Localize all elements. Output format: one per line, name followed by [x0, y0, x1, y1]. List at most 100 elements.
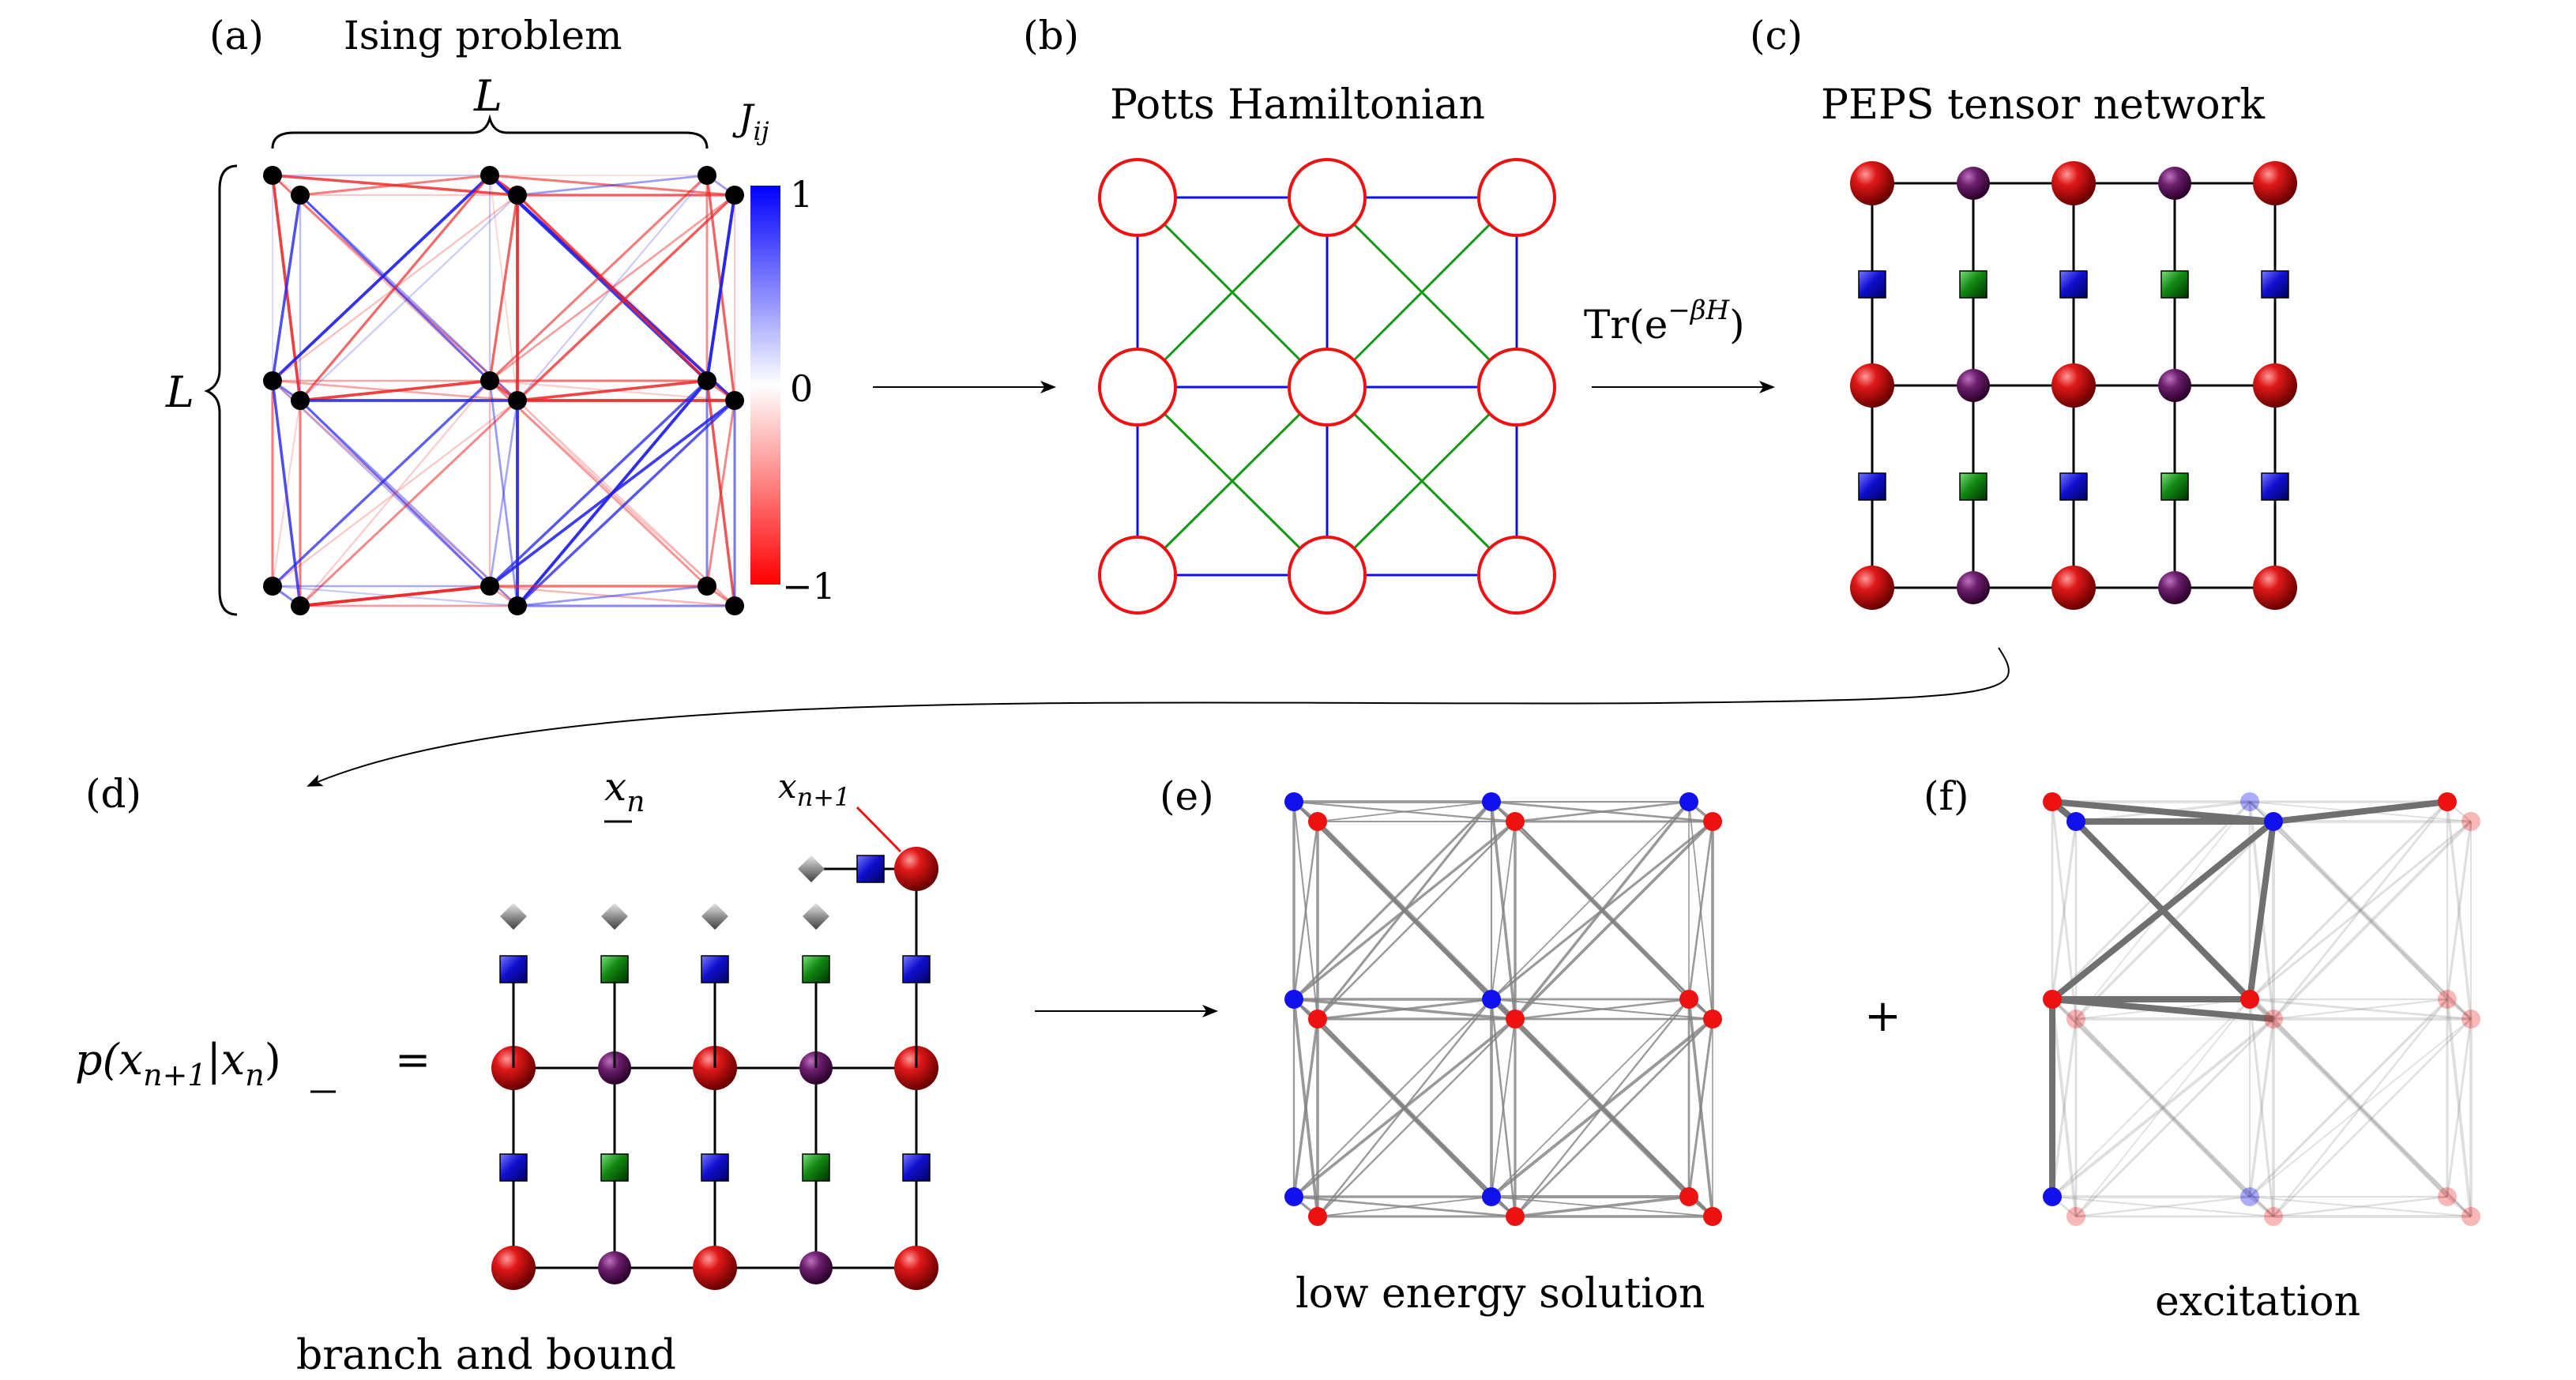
potts-node [1098, 348, 1177, 427]
potts-graph [1098, 158, 1556, 615]
site-tensor [693, 1246, 737, 1290]
edge-tensor [2261, 472, 2289, 501]
coupling-edge [489, 585, 735, 607]
site-tensor [2051, 566, 2096, 610]
site-tensor [1957, 167, 1990, 200]
site-tensor [1850, 161, 1894, 205]
coupling-edge [516, 194, 709, 382]
edge-tensor [1959, 270, 1987, 299]
coupling-edge [2446, 998, 2473, 1217]
spin-down [2043, 792, 2062, 811]
coupling-edge [2273, 998, 2448, 1217]
coupling-edge [2249, 1196, 2472, 1217]
spin-down [1308, 812, 1327, 831]
coupling-edge [2051, 998, 2078, 1217]
spin-node [263, 577, 282, 596]
ising-couplings [271, 174, 736, 607]
ising-spins [263, 166, 744, 615]
coupling-edge [2249, 1018, 2472, 1198]
coupling-edge [517, 174, 708, 197]
coupling-edge [1292, 820, 1517, 1001]
coupling-edge [1317, 998, 1492, 1021]
coupling-edge [2249, 820, 2472, 1001]
coupling-edge [2446, 801, 2473, 1020]
panel-b: (b) Potts Hamiltonian [1023, 13, 1556, 615]
edge-tensor [902, 1153, 931, 1182]
coupling-edge [1491, 998, 1690, 1198]
edge-tensor [2059, 472, 2088, 501]
spin-node [263, 371, 282, 390]
site-tensor [2158, 369, 2191, 402]
edge-tensor [2059, 270, 2088, 299]
spin-node [480, 577, 499, 596]
coupling-edge [1514, 800, 1690, 823]
spin-up [2264, 812, 2283, 831]
spin-up [2066, 812, 2085, 831]
potts-node [1477, 158, 1556, 237]
coupling-edge [271, 400, 302, 587]
spin-down [2240, 990, 2259, 1009]
coupling-edge [2051, 821, 2078, 1000]
site-tensor [2158, 167, 2191, 200]
edge-tensor [1858, 472, 1886, 501]
panel-a-title: Ising problem [344, 13, 622, 58]
panel-d-letter: (d) [85, 771, 141, 817]
coupling-edge [1687, 821, 1714, 1000]
spin-up [1482, 792, 1501, 811]
branch-bound-network [491, 847, 938, 1290]
spin-down [1506, 1010, 1525, 1028]
coupling-edge [1317, 1018, 1516, 1217]
coupling-edge [1490, 1017, 1714, 1198]
panel-f: (f) excitation [1924, 773, 2480, 1325]
spin-down [1506, 812, 1525, 831]
coupling-edge [2273, 821, 2448, 1000]
coupling-edge [2248, 998, 2275, 1217]
spin-node [480, 166, 499, 185]
coupling-edge [2273, 998, 2448, 1021]
top-brace [271, 114, 709, 149]
spin-up [1482, 1187, 1501, 1206]
edge-tensor [499, 955, 528, 983]
colorbar-tick-0: 0 [790, 367, 813, 410]
spin-down [1703, 812, 1722, 831]
coupling-edge [1491, 801, 1690, 1000]
spin-down [2461, 812, 2480, 831]
panel-c: (c) PEPS tensor network [1750, 13, 2297, 610]
coupling-edge [2075, 1018, 2274, 1217]
spin-node [698, 577, 716, 596]
coupling-edge [2249, 801, 2472, 1020]
potts-diagonal [1326, 196, 1518, 389]
spin-node [698, 371, 716, 390]
coupling-edge [2074, 1017, 2251, 1198]
coupling-edge [1293, 998, 1492, 1198]
conditional-probability: p(xn+1|xn) [75, 1035, 281, 1092]
left-brace [204, 164, 238, 616]
boundary-vector [798, 855, 825, 882]
site-tensor [2051, 161, 2096, 205]
coupling-edge [1292, 1017, 1517, 1198]
panel-a: (a) Ising problem L L Jij 1 0 −1 [165, 13, 836, 616]
site-tensor [1850, 363, 1894, 408]
coupling-edge [2272, 1017, 2449, 1198]
site-tensor [2158, 571, 2191, 604]
coupling-edge [2248, 998, 2449, 1198]
peps-network [1850, 161, 2297, 610]
coupling-edge [2273, 1195, 2448, 1218]
coupling-edge [2075, 1195, 2251, 1218]
panel-b-title: Potts Hamiltonian [1110, 81, 1485, 129]
edge-tensor [902, 955, 931, 983]
coupling-edge [1317, 801, 1492, 822]
edge-tensor [2261, 270, 2289, 299]
coupling-edge [517, 379, 708, 402]
spin-down [2264, 1207, 2283, 1226]
coupling-edge [299, 585, 491, 607]
coupling-edge [488, 399, 736, 588]
edge-tensor [2160, 472, 2189, 501]
potts-node [1288, 348, 1367, 427]
coupling-edge [272, 194, 518, 382]
coupling-edge [1514, 1018, 1713, 1217]
coupling-edge [1491, 820, 1713, 1001]
spin-node [508, 186, 527, 205]
coupling-edge [705, 194, 736, 382]
